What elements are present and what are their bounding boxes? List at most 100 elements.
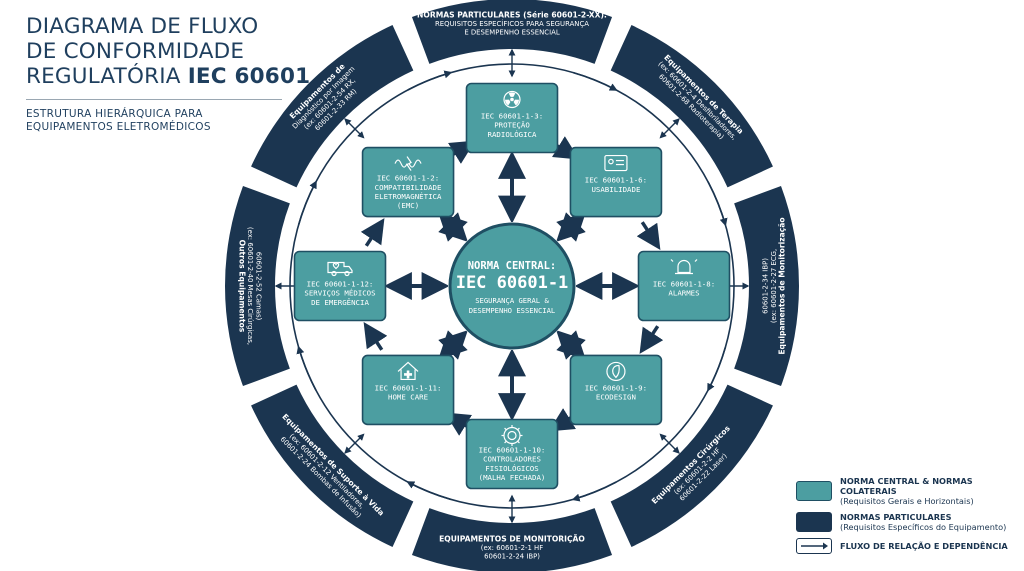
ring-link-arrow [659,433,680,454]
page-title-prefix: REGULATÓRIA [26,64,188,89]
collateral-label-line: ALARMES [668,289,699,298]
collateral-box-shape [361,354,455,426]
page-title-standard: IEC 60601 [187,64,311,89]
page-subtitle-line-1: ESTRUTURA HIERÁRQUICA PARA [26,108,203,120]
circle-flow-arrow [296,345,317,391]
particular-label-line: Equipamentos de Monitorização [778,217,787,354]
particular-segment-normas-particulares: NORMAS PARTICULARES (Série 60601-2-XX):R… [411,0,613,64]
collateral-label-line: IEC 60601-1-10: [479,446,546,455]
particular-label-line: Outros Equipamentos [237,240,246,333]
particular-segment-shape [610,384,773,547]
legend-swatch-navy [796,512,832,532]
collateral-label-line: ELETROMAGNÉTICA [375,192,442,201]
cycle-flow-arrow [363,322,388,351]
legend-central-title: NORMA CENTRAL & NORMAS COLATERAIS [840,476,973,496]
collateral-label-line: ECODESIGN [596,393,636,402]
center-link-arrow [438,212,468,242]
collateral-label-line: HOME CARE [388,393,428,402]
particular-label-line: 60601-2-34 IBP) [761,258,769,314]
circle-flow-arrow [297,180,317,226]
legend-particular-title: NORMAS PARTICULARES [840,512,952,522]
center-circle [448,222,576,350]
particular-label-line: REQUISITOS ESPECÍFICOS PARA SEGURANÇA [435,19,589,28]
center-label-line1: NORMA CENTRAL: [468,260,557,272]
legend-swatch-teal [796,481,832,501]
collateral-box-controladores: IEC 60601-1-10:CONTROLADORESFISIOLÓGICOS… [465,418,559,490]
legend-item-flow: FLUXO DE RELAÇÃO E DEPENDÊNCIA [796,538,1021,554]
particular-segment-shape [734,185,800,387]
collateral-label-line: FISIOLÓGICOS [485,464,538,473]
legend-item-particular: NORMAS PARTICULARES (Requisitos Específi… [796,512,1021,532]
collateral-label-line: RADIOLÓGICA [488,130,537,139]
alarm-bell-icon [670,259,698,275]
particular-label-line: 60601-2-52 Camas) [255,252,263,321]
user-screen-icon [604,154,628,172]
particular-label-line: 60601-2-24 IBP) [484,553,540,561]
legend: NORMA CENTRAL & NORMAS COLATERAIS (Requi… [796,476,1021,560]
circle-flow-arrow [571,481,617,502]
collateral-box-ecodesign: IEC 60601-1-9:ECODESIGN [569,354,663,426]
circle-flow-arrow [707,181,728,227]
center-label-line4: DESEMPENHO ESSENCIAL [469,306,556,315]
collateral-box-shape [637,250,731,322]
collateral-label-line: IEC 60601-1-9: [585,383,647,392]
collateral-label-line: USABILIDADE [591,185,640,194]
particular-segment-shape [251,25,414,188]
collateral-box-shape [569,146,663,218]
legend-central-desc: (Requisitos Gerais e Horizontais) [840,496,974,506]
collateral-label-line: PROTEÇÃO [494,121,530,130]
collateral-label-line: IEC 60601-1-8: [653,280,715,289]
collateral-box-shape [361,146,455,218]
particular-segment-shape [610,25,773,188]
particular-segment-shape [411,0,613,64]
collateral-label-line: DE EMERGÊNCIA [311,298,369,307]
particular-label-line: (ex: 60601-2-40 Mesas Cirúrgicas, [246,227,254,345]
circle-flow-arrow [406,481,452,501]
center-link-arrow [556,330,586,360]
particular-label-line: (ex: 60601-2-1 HF [481,544,543,552]
center-link-arrow [556,212,586,242]
house-cross-icon [397,361,419,381]
title-divider [26,99,282,100]
particular-label-line: (ex: 60601-2-27 ECG, [770,249,778,323]
collateral-box-shape [465,82,559,154]
particular-segment-outros: Outros Equipamentos(ex: 60601-2-40 Mesas… [224,185,290,387]
center-link-arrow [438,330,468,360]
collateral-box-usabilidade: IEC 60601-1-6:USABILIDADE [569,146,663,218]
legend-item-central: NORMA CENTRAL & NORMAS COLATERAIS (Requi… [796,476,1021,506]
page-title-line-3: REGULATÓRIA IEC 60601 [26,64,310,89]
em-wave-icon [394,156,422,171]
particular-label-line: NORMAS PARTICULARES (Série 60601-2-XX): [417,10,607,19]
collateral-label-line: IEC 60601-1-11: [375,383,442,392]
circle-flow-arrow [572,71,618,91]
ring-link-arrow [344,118,365,139]
cycle-flow-arrow [639,325,664,354]
particular-segment-shape [251,384,414,547]
collateral-box-alarmes: IEC 60601-1-8:ALARMES [637,250,731,322]
center-label-line2: IEC 60601-1 [456,273,569,293]
circle-flow-arrow [407,70,453,91]
collateral-label-line: CONTROLADORES [483,455,541,464]
collateral-label-line: IEC 60601-1-12: [307,280,374,289]
collateral-label-line: IEC 60601-1-3: [481,112,543,121]
particular-segment-monitoracao: EQUIPAMENTOS DE MONITORIÇÃO(ex: 60601-2-… [411,508,613,571]
collateral-box-home-care: IEC 60601-1-11:HOME CARE [361,354,455,426]
collateral-label-line: (MALHA FECHADA) [479,473,546,482]
particular-label-line: E DESEMPENHO ESSENCIAL [464,29,560,37]
page-title-line-1: DIAGRAMA DE FLUXO [26,14,259,39]
leaf-icon [606,361,626,382]
collateral-label-line: IEC 60601-1-2: [377,174,439,183]
collateral-box-emc: IEC 60601-1-2:COMPATIBILIDADEELETROMAGNÉ… [361,146,455,218]
collateral-box-shape [293,250,387,322]
particular-segment-shape [411,508,613,571]
particular-segment-shape [224,185,290,387]
gear-brain-icon [501,425,523,446]
radiation-icon [503,90,521,109]
page-title-line-2: DE CONFORMIDADE [26,39,245,64]
collateral-label-line: (EMC) [397,201,419,210]
center-label-line3: SEGURANÇA GERAL & [475,296,549,305]
